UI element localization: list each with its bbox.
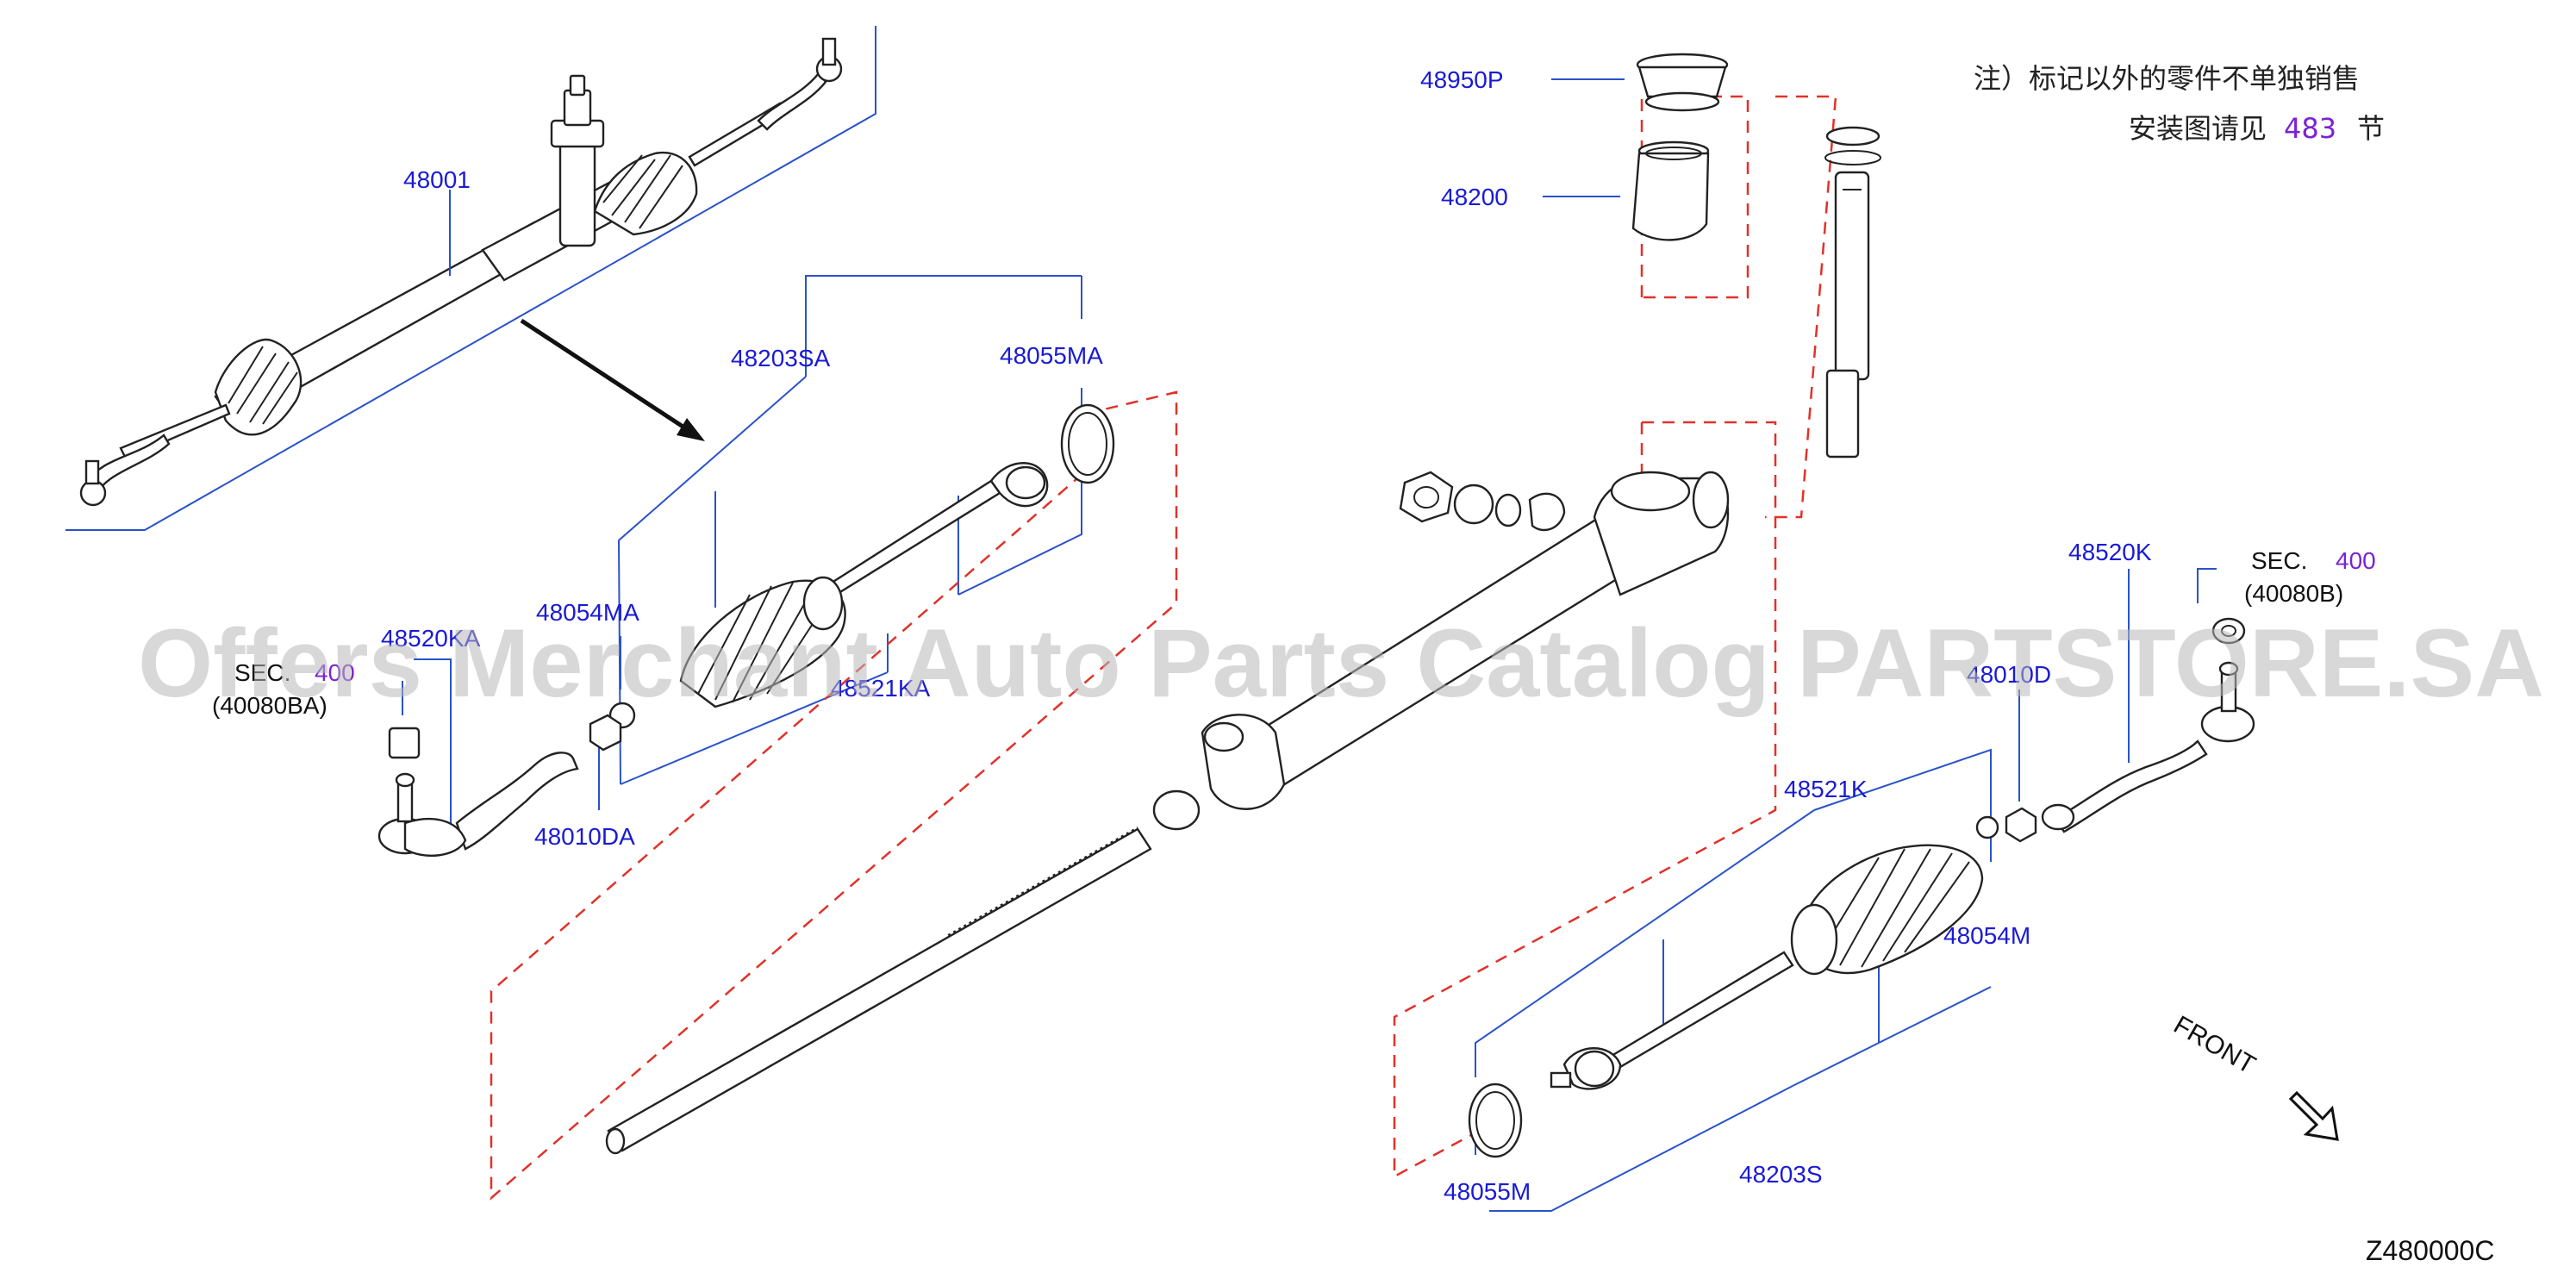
sec-text-right: SEC. (2251, 547, 2307, 574)
sec-code-right: (40080B) (2244, 580, 2343, 607)
lock-nut-right (2005, 807, 2037, 843)
section-reference-right[interactable]: SEC. 400 (40080B) (2244, 547, 2376, 607)
label-48054M[interactable]: 48054M (1943, 922, 2030, 949)
rack-bushing (1152, 789, 1201, 831)
boot-clamp-right (1468, 1082, 1523, 1158)
washer-sec-right (2211, 617, 2246, 645)
parts-note: 注）标记以外的零件不单独销售 安装图请见 483 节 (1974, 62, 2385, 145)
adjuster-spring (1494, 493, 1522, 527)
adjuster-plug (1399, 471, 1454, 523)
label-48520KA[interactable]: 48520KA (381, 625, 481, 652)
nut-sec-left (388, 727, 421, 759)
rack-bar (605, 827, 1152, 1155)
label-48200[interactable]: 48200 (1441, 184, 1508, 210)
sec-text-left: SEC. (234, 659, 290, 686)
watermark: Offers Merchant Auto Parts Catalog PARTS… (138, 609, 2544, 717)
label-48950P[interactable]: 48950P (1420, 66, 1504, 93)
sec-number-left[interactable]: 400 (315, 659, 355, 686)
left-exploded-parts (377, 403, 1201, 1155)
boot-clamp-left (1060, 403, 1115, 484)
label-48001[interactable]: 48001 (403, 166, 471, 193)
inner-tie-rod-right (1550, 951, 1794, 1090)
pinion-parts (1631, 53, 1881, 459)
right-exploded-parts (1468, 617, 2255, 1158)
pinion-shaft (1824, 126, 1881, 459)
gear-housing (1201, 471, 1730, 810)
adjuster-cap (1453, 484, 1494, 525)
label-48054MA[interactable]: 48054MA (536, 599, 639, 626)
boot-left (679, 576, 846, 708)
lock-nut-left (589, 714, 622, 752)
label-48010DA[interactable]: 48010DA (534, 823, 635, 850)
outer-tie-rod-end-right (2041, 661, 2255, 833)
outer-tie-rod-end-left (377, 752, 579, 858)
section-reference-left[interactable]: SEC. 400 (40080BA) (212, 659, 355, 719)
pinion-housing (550, 74, 605, 247)
front-arrow-icon (2288, 1090, 2339, 1141)
front-label: FRONT (2169, 1010, 2261, 1079)
label-48055M[interactable]: 48055M (1444, 1178, 1531, 1205)
note-line-1: 注）标记以外的零件不单独销售 (1974, 62, 2360, 95)
label-48520K[interactable]: 48520K (2068, 539, 2152, 565)
sec-code-left: (40080BA) (212, 692, 327, 719)
diagram-code: Z480000C (2366, 1235, 2494, 1266)
front-direction-indicator: FRONT (2169, 1010, 2339, 1141)
inner-tie-rod-left (827, 462, 1049, 596)
note-section-link[interactable]: 483 (2284, 112, 2336, 145)
pinion-seal (1631, 140, 1710, 241)
rack-guide (1528, 492, 1566, 532)
label-48521K[interactable]: 48521K (1784, 776, 1868, 802)
left-bellows-on-assembly (214, 338, 303, 436)
right-bellows-on-assembly (593, 151, 698, 236)
boot-right (1790, 844, 1984, 976)
note-line-2-suffix: 节 (2357, 112, 2385, 145)
leader-lines (402, 78, 2217, 1212)
steering-gear-assembly-illustration (65, 26, 876, 531)
part-number-labels: 48001 48203SA 48055MA 48054MA 48520KA 48… (381, 66, 2152, 1205)
small-clamp-right (1975, 815, 1999, 839)
sec-number-right[interactable]: 400 (2336, 547, 2376, 574)
label-48203S[interactable]: 48203S (1739, 1161, 1823, 1188)
column-hole-cover (1636, 53, 1729, 112)
label-48203SA[interactable]: 48203SA (731, 345, 831, 371)
label-48521KA[interactable]: 48521KA (831, 675, 931, 702)
label-48010D[interactable]: 48010D (1967, 661, 2051, 688)
note-line-2-prefix: 安装图请见 (2129, 112, 2267, 145)
label-48055MA[interactable]: 48055MA (1000, 342, 1103, 369)
